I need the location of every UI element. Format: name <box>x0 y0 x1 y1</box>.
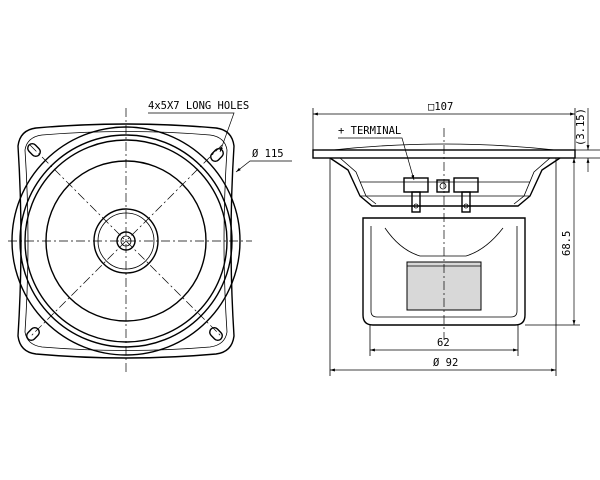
basket-rib-left <box>339 157 377 205</box>
mounting-hole-bottom-right <box>209 327 223 341</box>
terminal-center-ring <box>439 182 447 190</box>
holes-leader <box>148 112 235 153</box>
mounting-hole-top-right <box>210 148 224 162</box>
holes-label: 4x5X7 LONG HOLES <box>148 100 249 112</box>
basket-rib-right <box>513 157 551 205</box>
cone-back <box>384 227 504 257</box>
diagonal-centerline-1 <box>29 144 223 338</box>
terminals <box>403 177 479 213</box>
basket-inner-outline <box>24 131 228 351</box>
mounting-hole-top-left <box>27 143 41 157</box>
terminal-left-hole <box>413 203 419 209</box>
terminal-right-body <box>453 177 479 193</box>
terminal-left-tab <box>411 191 421 213</box>
diagonal-centerline-2 <box>29 144 223 338</box>
terminal-left-body <box>403 177 429 193</box>
cutout-label: Ø 92 <box>433 357 458 369</box>
width-label: □107 <box>428 101 453 113</box>
basket-side <box>329 157 561 207</box>
motor-bracket-outer <box>362 217 526 326</box>
front-view: 4x5X7 LONG HOLES Ø 115 <box>8 100 292 374</box>
terminal-right-tab <box>461 191 471 213</box>
terminal-right-hole <box>463 203 469 209</box>
magnet-label: 62 <box>437 337 450 349</box>
diameter-label: Ø 115 <box>252 148 284 160</box>
terminal-label: + TERMINAL <box>338 125 401 137</box>
depth-label: 68.5 <box>561 231 573 256</box>
terminal-leader <box>338 137 415 181</box>
flange-label: (3.15) <box>575 108 587 146</box>
diameter-leader <box>235 160 292 173</box>
surround-bulge <box>332 143 556 151</box>
terminal-center-block <box>436 179 450 193</box>
side-view: □107 + TERMINAL (3.15) 68.5 62 Ø 92 <box>312 101 600 376</box>
